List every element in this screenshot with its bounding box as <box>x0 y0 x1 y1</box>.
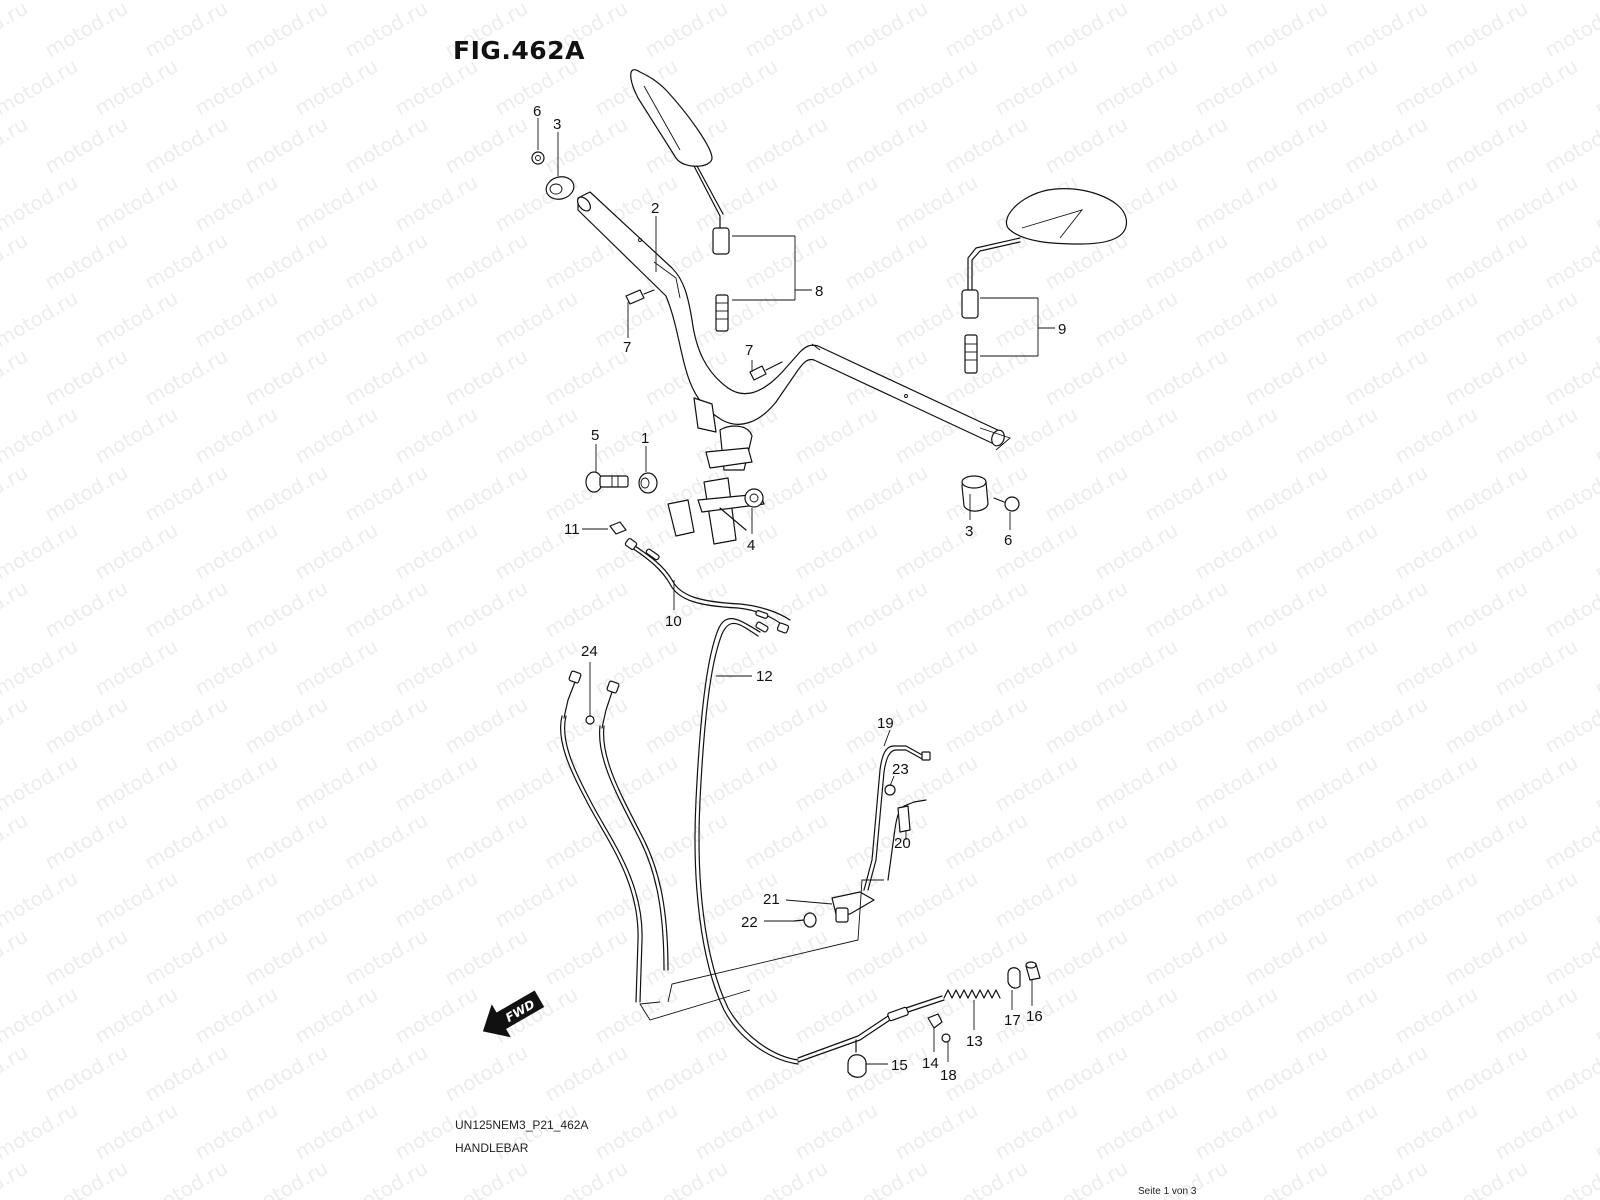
handlebar <box>576 191 1011 545</box>
figure-title: FIG.462A <box>453 36 585 65</box>
callout-18: 18 <box>940 1067 957 1084</box>
callout-22: 22 <box>741 914 758 931</box>
callout-14: 14 <box>922 1055 939 1072</box>
long-cable <box>694 618 799 1065</box>
page-number: Seite 1 von 3 <box>1138 1186 1197 1197</box>
callout-3b: 3 <box>965 523 973 540</box>
callout-19: 19 <box>877 715 894 732</box>
callout-12: 12 <box>756 668 773 685</box>
callout-6b: 6 <box>1004 532 1012 549</box>
left-mirror <box>630 69 730 332</box>
callouts: 6 3 2 7 8 7 9 5 1 4 3 6 11 10 12 24 19 2… <box>533 103 1066 1084</box>
callout-9: 9 <box>1058 321 1066 338</box>
callout-24: 24 <box>581 643 598 660</box>
callout-11: 11 <box>564 521 580 538</box>
callout-20: 20 <box>894 835 911 852</box>
figure-name: HANDLEBAR <box>455 1141 529 1155</box>
callout-2: 2 <box>651 200 659 217</box>
callout-6a: 6 <box>533 103 541 120</box>
callout-23: 23 <box>892 761 909 778</box>
figure-code: UN125NEM3_P21_462A <box>455 1118 589 1132</box>
callout-17: 17 <box>1004 1012 1021 1029</box>
callout-16: 16 <box>1026 1008 1043 1025</box>
callout-1: 1 <box>641 430 649 447</box>
brake-cable-pair <box>560 670 669 1003</box>
callout-4: 4 <box>747 537 755 554</box>
throttle-cable <box>624 538 791 634</box>
fwd-arrow: FWD <box>482 990 545 1038</box>
brake-hose-group <box>793 745 931 928</box>
leader-lines <box>537 118 1055 1065</box>
callout-15: 15 <box>891 1057 908 1074</box>
lower-assembly <box>797 961 1041 1078</box>
right-mirror <box>961 188 1127 374</box>
callout-5: 5 <box>591 427 599 444</box>
routing-lines <box>639 879 884 1021</box>
callout-8: 8 <box>815 283 823 300</box>
callout-7b: 7 <box>745 342 753 359</box>
callout-10: 10 <box>665 613 682 630</box>
small-parts <box>531 151 1020 535</box>
callout-3a: 3 <box>553 116 561 133</box>
callout-7a: 7 <box>623 339 631 356</box>
callout-21: 21 <box>763 891 780 908</box>
callout-13: 13 <box>966 1033 983 1050</box>
